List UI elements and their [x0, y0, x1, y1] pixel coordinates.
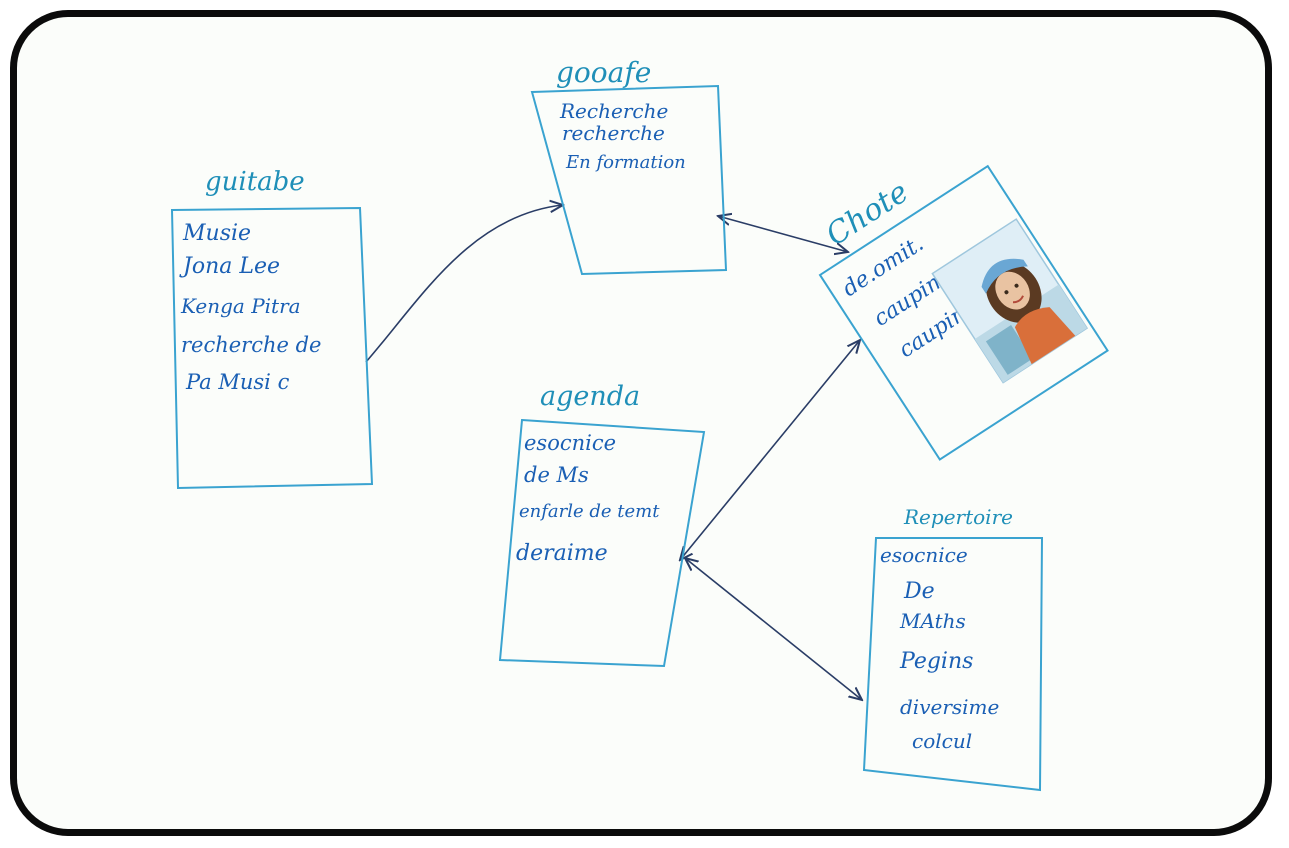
box-chote: Chote de.omit. caupime caupim. — [818, 164, 1109, 461]
box-gooafe: gooafe Recherche recherche En formation — [530, 56, 728, 276]
box-item: Pa Musi c — [185, 370, 290, 394]
box-item: deraime — [516, 541, 608, 566]
box-item: MAths — [899, 609, 966, 633]
box-item: Jona Lee — [179, 254, 280, 279]
box-item: En formation — [565, 152, 686, 173]
box-title-guitabe: guitabe — [205, 167, 305, 197]
box-item: recherche — [562, 121, 665, 145]
box-title-repertoire: Repertoire — [903, 505, 1013, 529]
sketch-frame — [10, 10, 1272, 836]
box-item: enfarle de temt — [519, 501, 660, 522]
box-title-gooafe: gooafe — [556, 56, 651, 89]
box-item: colcul — [912, 729, 972, 753]
box-item: recherche de — [181, 333, 321, 357]
box-item: Recherche — [559, 99, 668, 123]
box-item: de Ms — [524, 463, 589, 487]
box-item: Musie — [182, 221, 251, 246]
box-item: diversime — [900, 695, 999, 719]
box-item: esocnice — [524, 431, 616, 455]
connector-agenda-to-repertoire — [685, 558, 862, 700]
box-agenda: agenda esocnice de Ms enfarle de temt de… — [498, 381, 706, 668]
box-item: Pegins — [899, 649, 973, 674]
box-title-agenda: agenda — [540, 381, 640, 412]
portrait-photo — [931, 218, 1089, 384]
box-repertoire: Repertoire esocnice De MAths Pegins dive… — [862, 505, 1044, 792]
connector-chat-to-agenda — [680, 340, 860, 560]
box-guitabe: guitabe Musie Jona Lee Kenga Pitra reche… — [170, 167, 374, 490]
box-item: De — [903, 579, 935, 604]
box-item: esocnice — [880, 543, 968, 567]
connector-top-to-chat — [718, 216, 848, 252]
box-item: Kenga Pitra — [180, 294, 301, 318]
connector-left-to-top — [365, 205, 563, 363]
